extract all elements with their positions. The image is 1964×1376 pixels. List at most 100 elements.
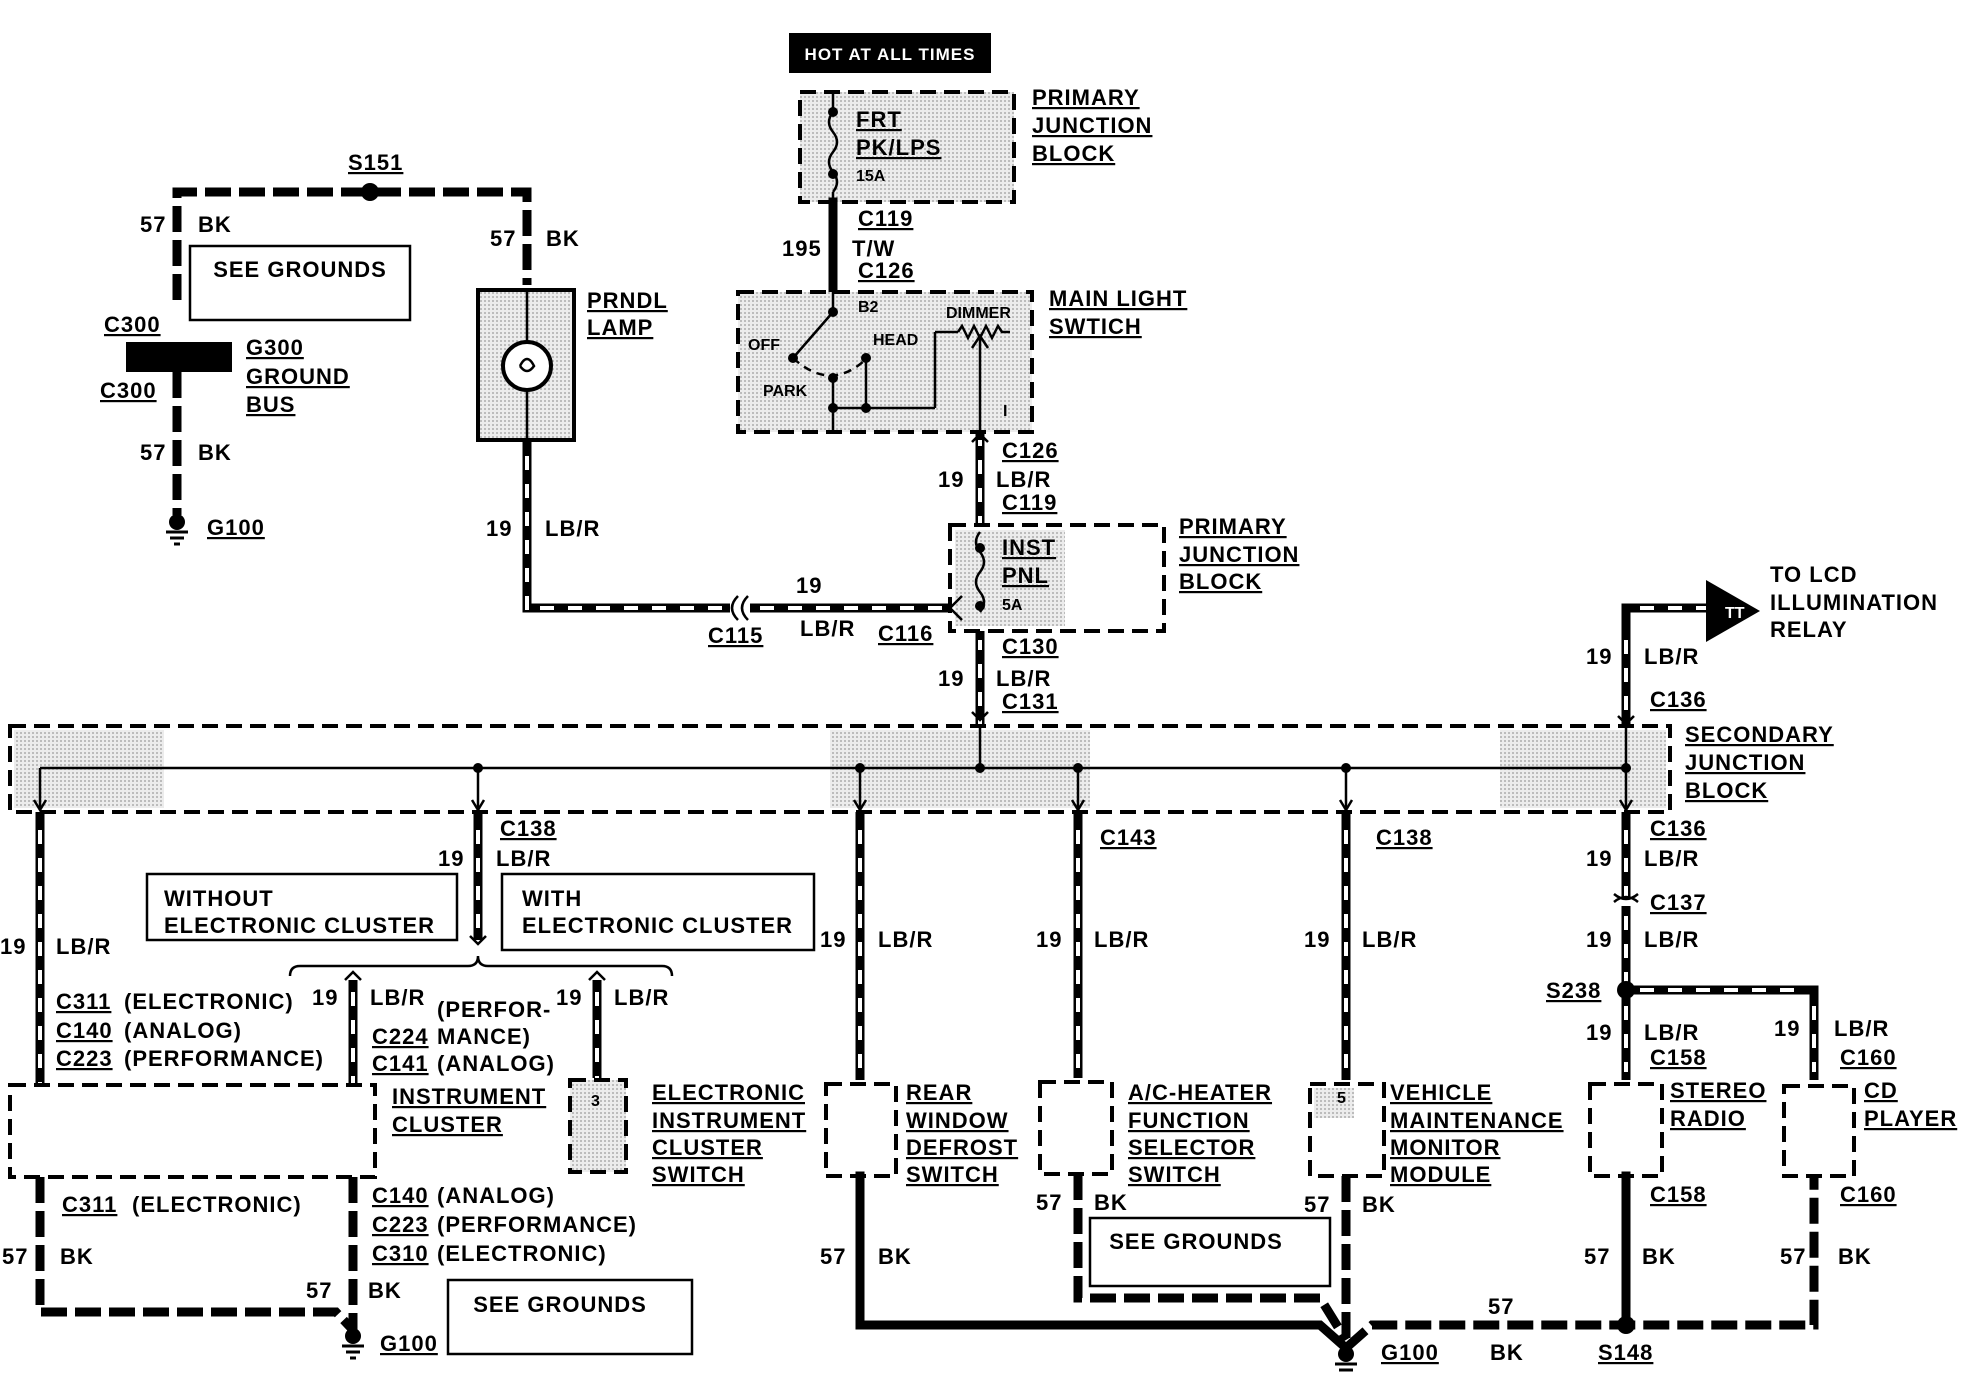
c136-b-label: C136 <box>1650 816 1707 841</box>
bk-bot-label: BK <box>1490 1340 1524 1365</box>
ac-heater-function-selector-switch <box>1038 1080 1114 1176</box>
wire-19-c130-label: 19 <box>938 666 964 691</box>
lbr-st-label: LB/R <box>1644 1020 1699 1045</box>
c138-left-label: C138 <box>500 816 557 841</box>
bk-vmm-label: BK <box>1362 1192 1396 1217</box>
wire-57-bk-bottom-bus <box>1343 1176 1819 1352</box>
lbr-ac-label: LB/R <box>1094 927 1149 952</box>
see-grounds-1-label: SEE GROUNDS <box>213 257 387 282</box>
wire-19-mid-label: 19 <box>938 467 964 492</box>
pjb-top-block: BLOCK <box>1032 141 1115 166</box>
c138-right-label: C138 <box>1376 825 1433 850</box>
g300-label-2: GROUND <box>246 364 350 389</box>
wire-19-far-label: 19 <box>0 934 26 959</box>
wire-19-lbr-cd-player <box>1626 985 1819 1080</box>
lbr-eics-label: LB/R <box>614 985 669 1010</box>
to-lcd-relay-arrow <box>1706 580 1760 642</box>
rear-window-defrost-switch <box>824 1082 898 1178</box>
wire-57-bk-ic-left <box>35 1177 357 1334</box>
wire-57-vmm-label: 57 <box>1304 1192 1330 1217</box>
cd-label-1: CD <box>1864 1078 1898 1103</box>
c140-b-label: C140 <box>372 1183 429 1208</box>
sjb-label-2: JUNCTION <box>1685 750 1805 775</box>
with-electronic-cluster-note <box>500 872 816 952</box>
with-label-2: ELECTRONIC CLUSTER <box>522 913 793 938</box>
lbr-c138l-label: LB/R <box>496 846 551 871</box>
stereo-label-2: RADIO <box>1670 1106 1746 1131</box>
wire-19-c138l-label: 19 <box>438 846 464 871</box>
lbr-perf-label: LB/R <box>370 985 425 1010</box>
wire-57-bot-label: 57 <box>1488 1294 1514 1319</box>
vmm-label-1: VEHICLE <box>1390 1080 1492 1105</box>
c131-label: C131 <box>1002 689 1059 714</box>
hot-at-all-times-banner <box>789 33 991 73</box>
wire-19-horiz-label: 19 <box>796 573 822 598</box>
g100-bc-label: G100 <box>1381 1340 1439 1365</box>
g100-tl-label: G100 <box>207 515 265 540</box>
c310-text: (ELECTRONIC) <box>437 1241 607 1266</box>
sjb-drops <box>32 768 1634 813</box>
without-label-1: WITHOUT <box>164 886 274 911</box>
stereo-label-1: STEREO <box>1670 1078 1766 1103</box>
wire-19-vmm-label: 19 <box>1304 927 1330 952</box>
c116-label: C116 <box>878 621 933 646</box>
s151-label: S151 <box>348 150 403 175</box>
c126-top-label: C126 <box>858 258 915 283</box>
sjb-label-1: SECONDARY <box>1685 722 1834 747</box>
lbr-rw-label: LB/R <box>878 927 933 952</box>
eics-pin-label: 3 <box>591 1093 600 1110</box>
wire-57-bk-ac-heater <box>1073 1174 1350 1343</box>
c119-top-label: C119 <box>858 206 913 231</box>
c223-b-label: C223 <box>372 1212 429 1237</box>
see-grounds-note-3 <box>1088 1216 1332 1288</box>
ac-label-4: SWITCH <box>1128 1162 1221 1187</box>
wire-19-ac-label: 19 <box>1036 927 1062 952</box>
fuse-frt-amp-label: 15A <box>856 168 886 185</box>
mls-label-2: SWTICH <box>1049 314 1142 339</box>
wire-57-rw-label: 57 <box>820 1244 846 1269</box>
eics-label-2: INSTRUMENT <box>652 1108 806 1133</box>
c136-top-label: C136 <box>1650 687 1707 712</box>
vmm-label-4: MODULE <box>1390 1162 1491 1187</box>
lbr-horiz-label: LB/R <box>800 616 855 641</box>
c223-b-text: (PERFORMANCE) <box>437 1212 637 1237</box>
pjb-mid-block: BLOCK <box>1179 569 1262 594</box>
with-label-1: WITH <box>522 886 582 911</box>
pjb-mid-primary: PRIMARY <box>1179 514 1287 539</box>
wire-19-eics-label: 19 <box>556 985 582 1010</box>
ac-label-2: FUNCTION <box>1128 1108 1250 1133</box>
c311-b-label: C311 <box>62 1192 117 1217</box>
bk-cd-label: BK <box>1838 1244 1872 1269</box>
fuse-pnl-label: PNL <box>1002 563 1049 588</box>
bk-rw-label: BK <box>878 1244 912 1269</box>
ac-label-1: A/C-HEATER <box>1128 1080 1272 1105</box>
connector-c115-c116 <box>730 595 749 621</box>
mls-label-1: MAIN LIGHT <box>1049 286 1187 311</box>
c126-mid-label: C126 <box>1002 438 1059 463</box>
see-grounds-note-1 <box>188 244 412 322</box>
fuse-frt-label: FRT <box>856 107 902 132</box>
rw-label-3: DEFROST <box>906 1135 1018 1160</box>
wire-tw-label: T/W <box>852 236 895 261</box>
c115-label: C115 <box>708 623 763 648</box>
wire-19-st-label: 19 <box>1586 1020 1612 1045</box>
wire-57-prndl-label: 57 <box>490 226 516 251</box>
ground-icon-g100-bc <box>1335 1346 1357 1372</box>
perf-label-1: (PERFOR- <box>437 997 551 1022</box>
dimmer-rheostat-icon <box>956 323 1010 341</box>
ground-icon-g100-tl <box>166 514 188 546</box>
see-grounds-note-2 <box>446 1278 694 1356</box>
without-electronic-cluster-note <box>145 872 459 942</box>
ic-label-1: INSTRUMENT <box>392 1084 546 1109</box>
see-grounds-2-label: SEE GROUNDS <box>473 1292 647 1317</box>
lbr-c137-label: LB/R <box>1644 927 1699 952</box>
g300-ground-bus <box>126 342 232 372</box>
pjb-top-junction: JUNCTION <box>1032 113 1152 138</box>
wire-57-tl-label: 57 <box>140 212 166 237</box>
c140-a-text: (ANALOG) <box>124 1018 242 1043</box>
eics-label-4: SWITCH <box>652 1162 745 1187</box>
c140-a-label: C140 <box>56 1018 113 1043</box>
perf-label-2: MANCE) <box>437 1024 531 1049</box>
wire-19-c136-label: 19 <box>1586 846 1612 871</box>
ic-label-2: CLUSTER <box>392 1112 503 1137</box>
